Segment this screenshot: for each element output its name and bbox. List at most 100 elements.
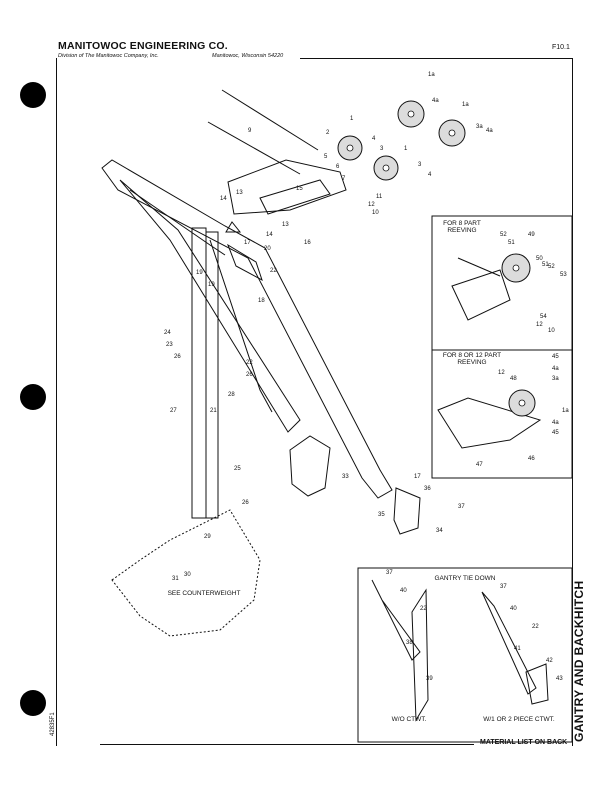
- callout-label: 22: [420, 606, 427, 612]
- tie-down-bracket-right: [525, 663, 549, 705]
- callout-label: 47: [476, 462, 483, 468]
- sheave-pin: [225, 221, 242, 233]
- panel-tie-down-label: GANTRY TIE DOWN: [434, 575, 496, 582]
- callout-label: 5: [324, 154, 328, 160]
- gantry-strut-main: [101, 159, 393, 499]
- callout-label: 39: [426, 676, 433, 682]
- binder-hole-middle: [20, 384, 46, 410]
- callout-label: 13: [282, 222, 289, 228]
- callout-label: 33: [342, 474, 349, 480]
- callout-label: 22: [270, 268, 277, 274]
- callout-label: 20: [264, 246, 271, 252]
- callout-label: 9: [248, 128, 252, 134]
- callout-label: 12: [536, 322, 543, 328]
- left-border: [56, 58, 57, 746]
- callout-label: 18: [258, 298, 265, 304]
- panel-ten-twelve-label: FOR 8 OR 12 PART REEVING: [442, 352, 502, 366]
- callout-label: 12: [498, 370, 505, 376]
- footer-rule: [100, 744, 474, 745]
- callout-label: 45: [552, 354, 559, 360]
- callout-label: 37: [458, 504, 465, 510]
- binder-hole-top: [20, 82, 46, 108]
- callout-label: 4a: [552, 420, 559, 426]
- callout-label: 1a: [428, 72, 435, 78]
- panel-eight-part-label: FOR 8 PART REEVING: [443, 220, 481, 234]
- spreader-plate: [259, 179, 331, 215]
- callout-label: 1a: [462, 102, 469, 108]
- tie-down-link-right: [481, 591, 537, 695]
- callout-label: 17: [244, 240, 251, 246]
- callout-label: 38: [406, 640, 413, 646]
- callout-label: 48: [510, 376, 517, 382]
- callout-label: 15: [296, 186, 303, 192]
- callout-label: 49: [528, 232, 535, 238]
- callout-label: 4a: [432, 98, 439, 104]
- callout-label: 54: [540, 314, 547, 320]
- tie-down-with-label: W/1 OR 2 PIECE CTWT.: [483, 716, 555, 723]
- gantry-pin-lower: [207, 121, 301, 175]
- callout-label: 35: [378, 512, 385, 518]
- header-rule: [300, 58, 572, 59]
- callout-label: 3: [418, 162, 422, 168]
- gantry-brace: [129, 189, 226, 256]
- callout-label: 4: [372, 136, 376, 142]
- panel-ten-twelve-part: [431, 349, 573, 479]
- gantry-leg-right: [205, 231, 219, 519]
- callout-label: 36: [424, 486, 431, 492]
- callout-label: 45: [552, 430, 559, 436]
- gantry-strut-inner: [119, 179, 301, 433]
- callout-label: 42: [546, 658, 553, 664]
- callout-label: 53: [560, 272, 567, 278]
- callout-label: 40: [510, 606, 517, 612]
- callout-label: 43: [556, 676, 563, 682]
- callout-label: 29: [204, 534, 211, 540]
- callout-label: 26: [174, 354, 181, 360]
- callout-label: 11: [376, 194, 383, 200]
- callout-label: 27: [170, 408, 177, 414]
- callout-label: 3a: [552, 376, 559, 382]
- tie-down-post-left: [411, 588, 429, 722]
- spreader-frame: [227, 159, 347, 215]
- gantry-pin-top: [221, 89, 319, 151]
- callout-label: 24: [164, 330, 171, 336]
- callout-label: 31: [172, 576, 179, 582]
- callout-label: 1a: [562, 408, 569, 414]
- leg-clevis: [227, 243, 263, 282]
- callout-label: 23: [166, 342, 173, 348]
- callout-label: 7: [342, 176, 346, 182]
- callout-label: 12: [368, 202, 375, 208]
- callout-label: 30: [184, 572, 191, 578]
- callout-label: 51: [542, 262, 549, 268]
- callout-label: 4a: [486, 128, 493, 134]
- bracket-34: [393, 487, 421, 535]
- callout-label: 3a: [476, 124, 483, 130]
- tie-down-without-label: W/O CTWT.: [391, 716, 427, 723]
- callout-label: 19: [196, 270, 203, 276]
- callout-label: 52: [500, 232, 507, 238]
- counterweight-outline: [111, 509, 261, 637]
- callout-label: 3: [380, 146, 384, 152]
- callout-label: 17: [414, 474, 421, 480]
- bracket-33: [289, 435, 331, 497]
- company-name: MANITOWOC ENGINEERING CO.: [58, 40, 228, 52]
- callout-label: 34: [436, 528, 443, 534]
- eight-part-pin: [457, 257, 501, 277]
- callout-label: 4: [428, 172, 432, 178]
- binder-hole-bottom: [20, 690, 46, 716]
- callout-label: 46: [528, 456, 535, 462]
- eight-part-frame: [451, 269, 511, 321]
- callout-label: 37: [500, 584, 507, 590]
- callout-label: 14: [220, 196, 227, 202]
- location-line: Manitowoc, Wisconsin 54220: [212, 53, 284, 59]
- callout-label: 16: [304, 240, 311, 246]
- callout-label: 52: [548, 264, 555, 270]
- callout-label: 37: [386, 570, 393, 576]
- callout-label: 22: [532, 624, 539, 630]
- callout-label: 26: [246, 372, 253, 378]
- callout-label: 51: [508, 240, 515, 246]
- callout-label: 25: [234, 466, 241, 472]
- callout-label: 13: [236, 190, 243, 196]
- callout-label: 28: [228, 392, 235, 398]
- callout-label: 40: [400, 588, 407, 594]
- division-line: Division of The Manitowoc Company, Inc.: [58, 53, 159, 59]
